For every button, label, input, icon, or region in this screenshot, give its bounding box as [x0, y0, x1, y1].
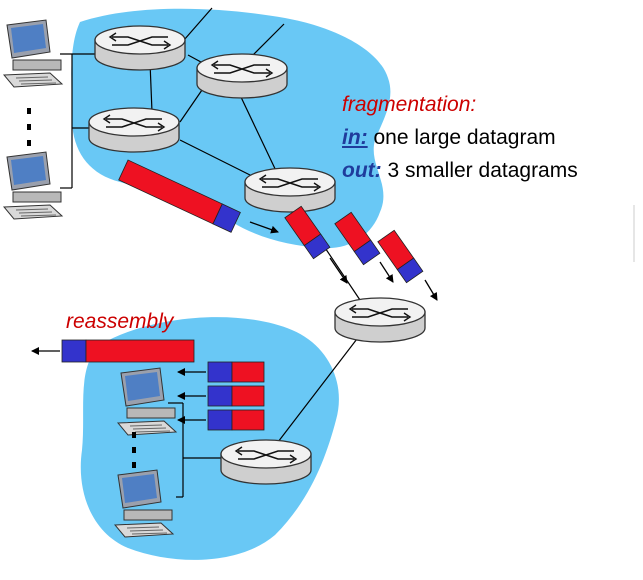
ellipsis-dots [132, 432, 136, 468]
fragmentation-in-line: in: one large datagram [342, 126, 556, 150]
router-icon [334, 297, 426, 343]
in-label: in: [342, 126, 368, 149]
router-icon [244, 167, 336, 213]
fragment-datagram [377, 229, 424, 284]
router-icon [94, 25, 186, 71]
reassembled-datagram [61, 339, 195, 363]
router-icon [220, 439, 312, 485]
out-label: out: [342, 159, 382, 182]
router-icon [196, 53, 288, 99]
fragmentation-title: fragmentation: [342, 93, 477, 116]
ellipsis-dots [27, 108, 31, 146]
arrow-icon [329, 257, 348, 284]
arrow-icon [249, 221, 279, 234]
arrow-icon [424, 279, 438, 301]
out-text: 3 smaller datagrams [381, 159, 578, 182]
fragment-datagram [284, 205, 331, 260]
large-datagram [118, 159, 241, 233]
arrow-icon [379, 261, 394, 283]
computer-icon [3, 19, 63, 88]
fragment-stack [207, 361, 265, 431]
in-text: one large datagram [367, 126, 556, 149]
computer-icon [3, 151, 63, 220]
router-icon [88, 107, 180, 153]
fragment-datagram [334, 211, 381, 266]
fragmentation-out-line: out: 3 smaller datagrams [342, 159, 578, 183]
reassembly-title: reassembly [66, 310, 174, 333]
